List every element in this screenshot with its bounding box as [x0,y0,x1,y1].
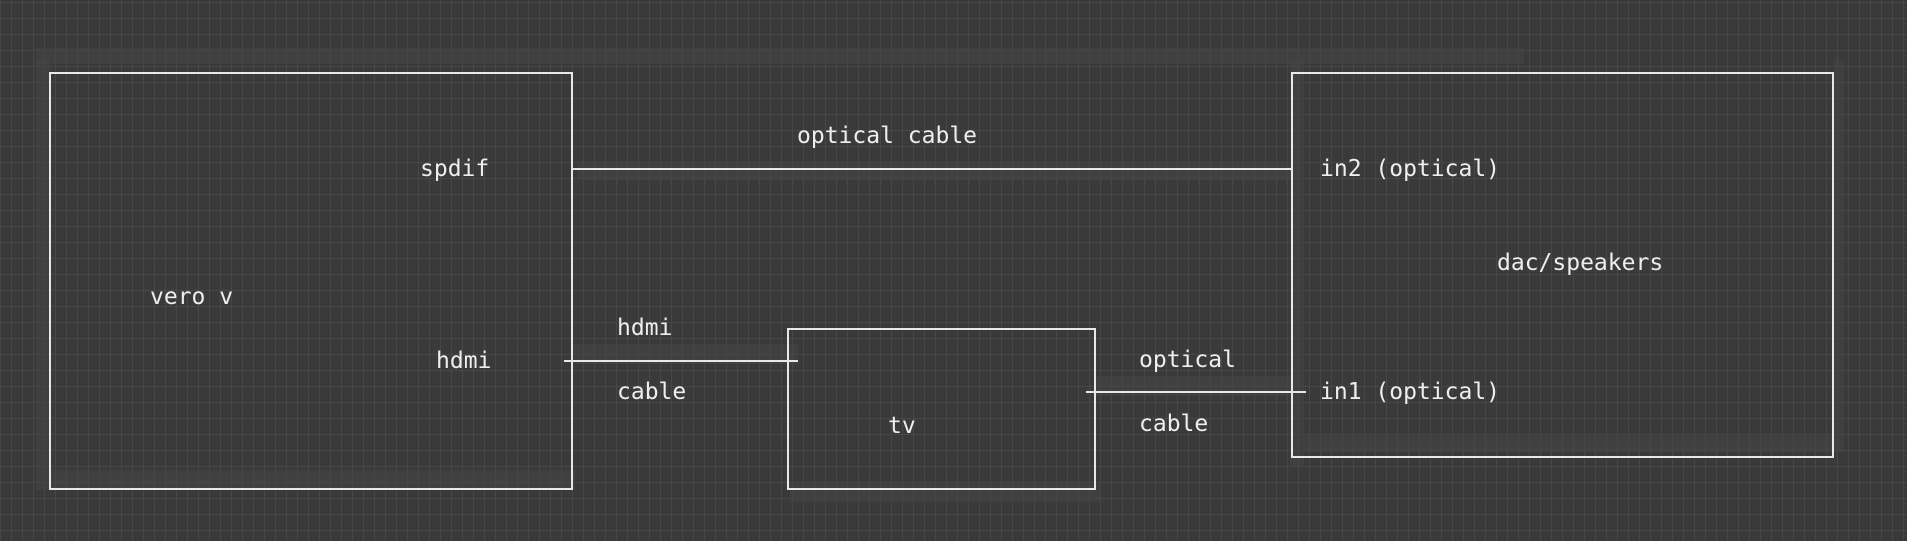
shade-dac-bottom [1304,436,1834,452]
edge-optical-tv-label-line2: cable [1139,411,1209,437]
node-dac-label: dac/speakers [1497,250,1664,276]
edge-hdmi-label-line1: hdmi [617,315,673,341]
edge-optical-tv-label-line1: optical [1139,347,1236,373]
edge-optical-tv-line [1086,391,1306,393]
node-vero-box [49,72,573,490]
port-spdif-label: spdif [420,156,490,182]
edge-hdmi-label-line2: cable [617,379,687,405]
shade-dac-right [1834,60,1844,452]
shade-dac-left [1290,60,1304,466]
port-in1-label: in1 (optical) [1320,379,1501,405]
node-dac-box [1291,72,1834,458]
edge-hdmi-line [564,360,798,362]
shade-hdmi [572,344,798,364]
shade-optical-tv [1096,376,1292,396]
node-tv-box [787,328,1096,490]
edge-optical-top-label: optical cable [797,123,978,149]
node-tv-label: tv [888,413,916,439]
shade-vero-bottom [50,470,575,490]
node-vero-label: vero v [150,284,234,310]
port-hdmi-label: hdmi [436,348,492,374]
shade-optical-top [578,164,1290,180]
port-in2-label: in2 (optical) [1320,156,1501,182]
shade-top [36,48,1524,64]
shade-vero-left [36,60,50,490]
edge-optical-top-line [573,168,1291,170]
